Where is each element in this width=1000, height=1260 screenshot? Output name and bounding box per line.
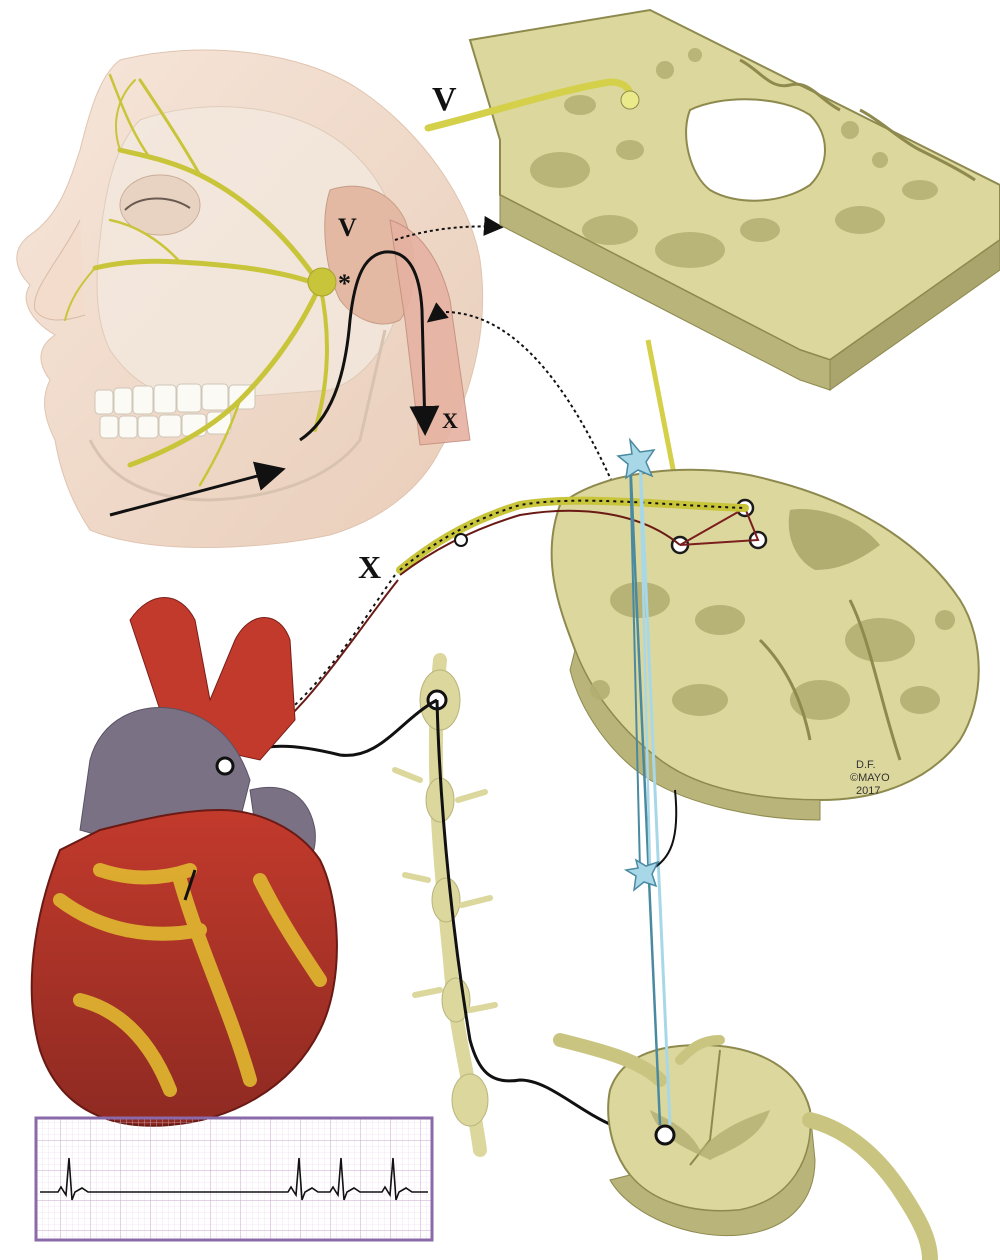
label-vagus-left: X — [358, 549, 381, 585]
label-trigeminal-top: V — [432, 81, 457, 118]
spinal-cord-section-illustration — [560, 1040, 930, 1260]
pons-section-illustration — [428, 10, 1000, 505]
credit-line-2: ©MAYO — [850, 772, 890, 784]
medulla-section-illustration — [552, 470, 979, 820]
ecg-frame — [36, 1118, 432, 1240]
label-asterisk: * — [338, 269, 351, 298]
label-trigeminal-face: V — [338, 213, 357, 242]
ecg-strip — [36, 1118, 432, 1240]
label-vagus-face: X — [442, 408, 458, 433]
credit-line-3: 2017 — [856, 785, 880, 797]
credit-line-1: D.F. — [856, 759, 876, 771]
heart-illustration — [32, 598, 337, 1126]
